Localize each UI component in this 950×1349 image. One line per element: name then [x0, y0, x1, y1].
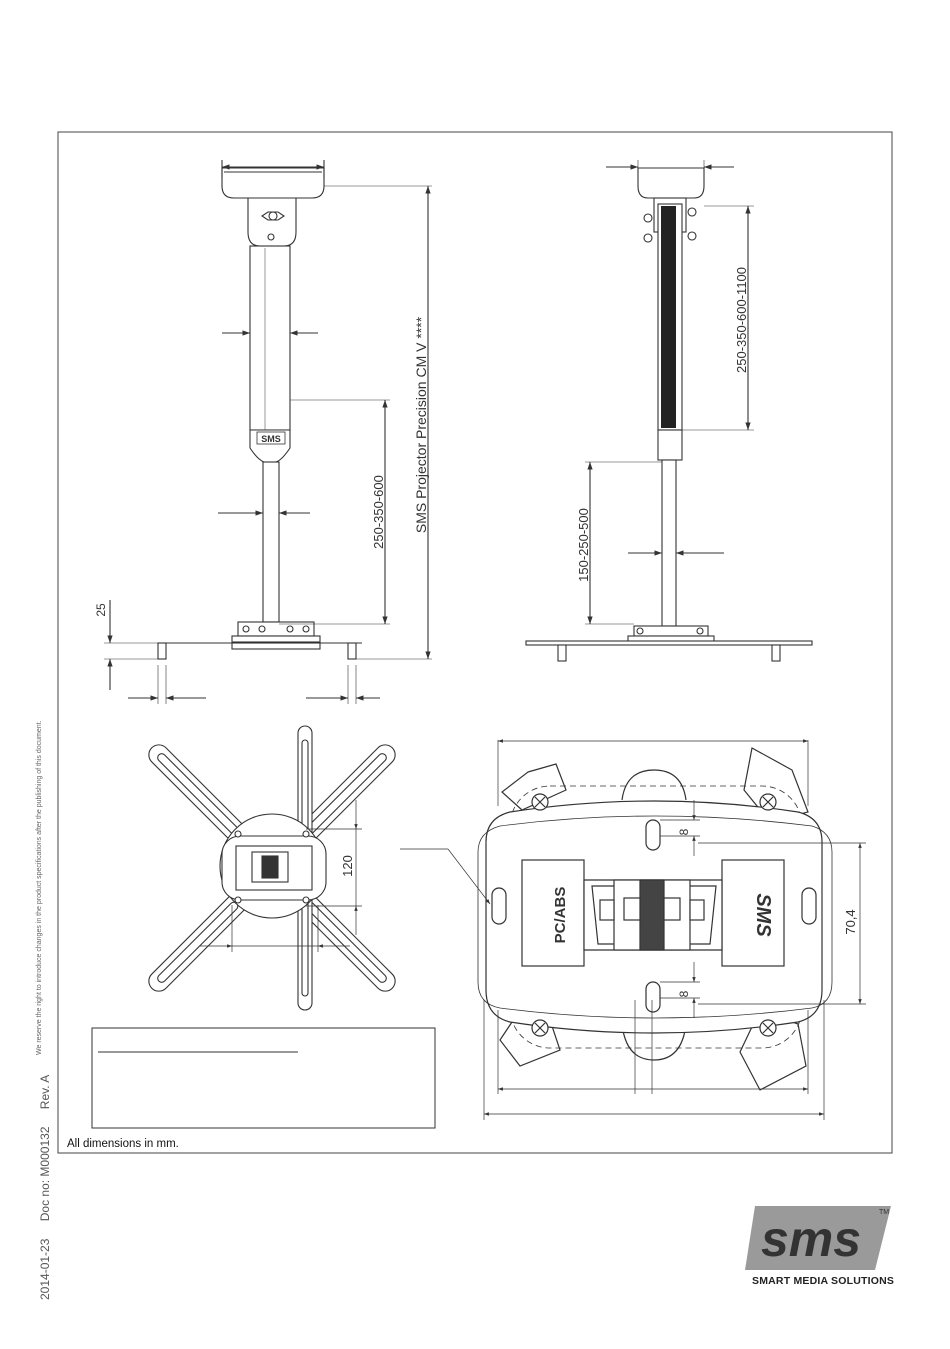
dim-120: 120 [340, 855, 355, 877]
detail-view [477, 747, 833, 1091]
doc-date: 2014-01-23 [38, 1238, 52, 1300]
drawing-frame [57, 131, 893, 1154]
doc-number: Doc no: M000132 [38, 1126, 52, 1222]
dim-70-4: 70,4 [843, 909, 858, 934]
plan-view-dims [200, 800, 362, 952]
dim-lower-range-side: 150-250-500 [576, 508, 591, 582]
document-meta: 2014-01-23 Doc no: M000132 Rev. A [38, 1061, 52, 1300]
plan-view [148, 725, 396, 1011]
doc-revision: Rev. A [38, 1074, 52, 1110]
detail-view-dims [400, 739, 866, 1120]
front-view [104, 160, 432, 704]
logo-wordmark: sms [761, 1211, 861, 1267]
product-name: SMS Projector Precision CM V **** [413, 316, 429, 533]
front-logo-text: SMS [261, 434, 281, 444]
side-view [525, 160, 813, 662]
logo-tagline: SMART MEDIA SOLUTIONS [752, 1275, 895, 1287]
dim-8-top: 8 [677, 828, 691, 835]
front-logo-plate [256, 431, 286, 445]
dim-height-range-front: 250-350-600 [371, 475, 386, 549]
detail-logo-text: SMS [752, 893, 774, 937]
dim-8-bottom: 8 [677, 990, 691, 997]
logo-badge [745, 1206, 891, 1270]
dimension-note: All dimensions in mm. [67, 1138, 179, 1150]
sms-logo: sms TM [745, 1206, 891, 1270]
dim-upper-range-side: 250-350-600-1100 [734, 267, 749, 373]
dim-25: 25 [94, 603, 108, 617]
material-label: PC/ABS [552, 887, 569, 944]
disclaimer: We reserve the right to introduce change… [36, 720, 43, 1055]
note-box [91, 1027, 436, 1129]
logo-tm: TM [879, 1209, 889, 1216]
